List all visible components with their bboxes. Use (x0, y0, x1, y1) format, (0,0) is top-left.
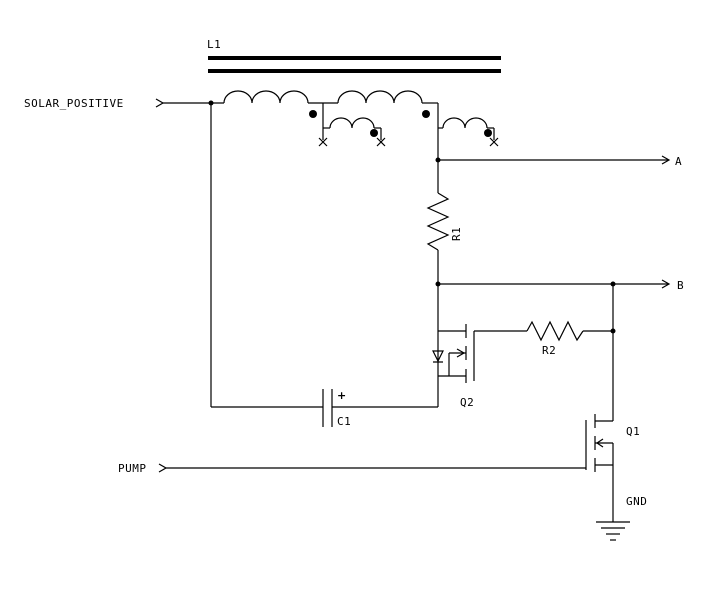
capacitor-c1: + C1 (322, 389, 438, 428)
secondary-winding-2 (442, 117, 488, 129)
solar-input-net: SOLAR_POSITIVE (24, 97, 323, 408)
resistor-r1-zigzag (426, 192, 450, 251)
resistor-r1: R1 (426, 160, 463, 284)
ground: GND (596, 495, 647, 541)
polarity-dot (370, 129, 378, 137)
output-a-net: A (435, 155, 682, 168)
output-b-label: B (677, 279, 684, 292)
pump-arrow (158, 463, 168, 473)
mosfet-q1: Q1 (585, 331, 640, 522)
no-connect-mark (318, 137, 328, 147)
polarity-dot (484, 129, 492, 137)
output-a-label: A (675, 155, 682, 168)
polarity-dot (309, 110, 317, 118)
solar-positive-label: SOLAR_POSITIVE (24, 97, 124, 110)
output-b-arrow (661, 279, 671, 289)
no-connect-mark (489, 137, 499, 147)
capacitor-c1-label: C1 (337, 415, 351, 428)
capacitor-polarity-mark: + (337, 389, 346, 402)
polarity-dot (422, 110, 430, 118)
secondary-winding-1 (329, 117, 375, 129)
body-diode-icon (432, 350, 444, 363)
q2-body-arrow (456, 348, 466, 358)
mosfet-q2-label: Q2 (460, 396, 474, 409)
primary-winding-1 (223, 90, 309, 104)
no-connect-mark (376, 137, 386, 147)
ground-label: GND (626, 495, 647, 508)
pump-label: PUMP (118, 462, 147, 475)
q1-body-arrow (595, 438, 604, 448)
winding-interconnects (308, 102, 499, 160)
pump-input-net: PUMP (118, 462, 586, 475)
primary-winding-2 (337, 90, 423, 104)
mosfet-q2: Q2 (432, 284, 527, 409)
resistor-r2: R2 (526, 320, 616, 357)
transformer-label: L1 (207, 38, 221, 51)
transformer-l1: L1 (207, 38, 501, 137)
resistor-r1-label: R1 (450, 227, 463, 241)
output-a-arrow (661, 155, 671, 165)
input-arrow (155, 98, 165, 108)
resistor-r2-zigzag (526, 320, 584, 342)
output-b-net: B (435, 279, 684, 330)
resistor-r2-label: R2 (542, 344, 556, 357)
mosfet-q1-label: Q1 (626, 425, 640, 438)
